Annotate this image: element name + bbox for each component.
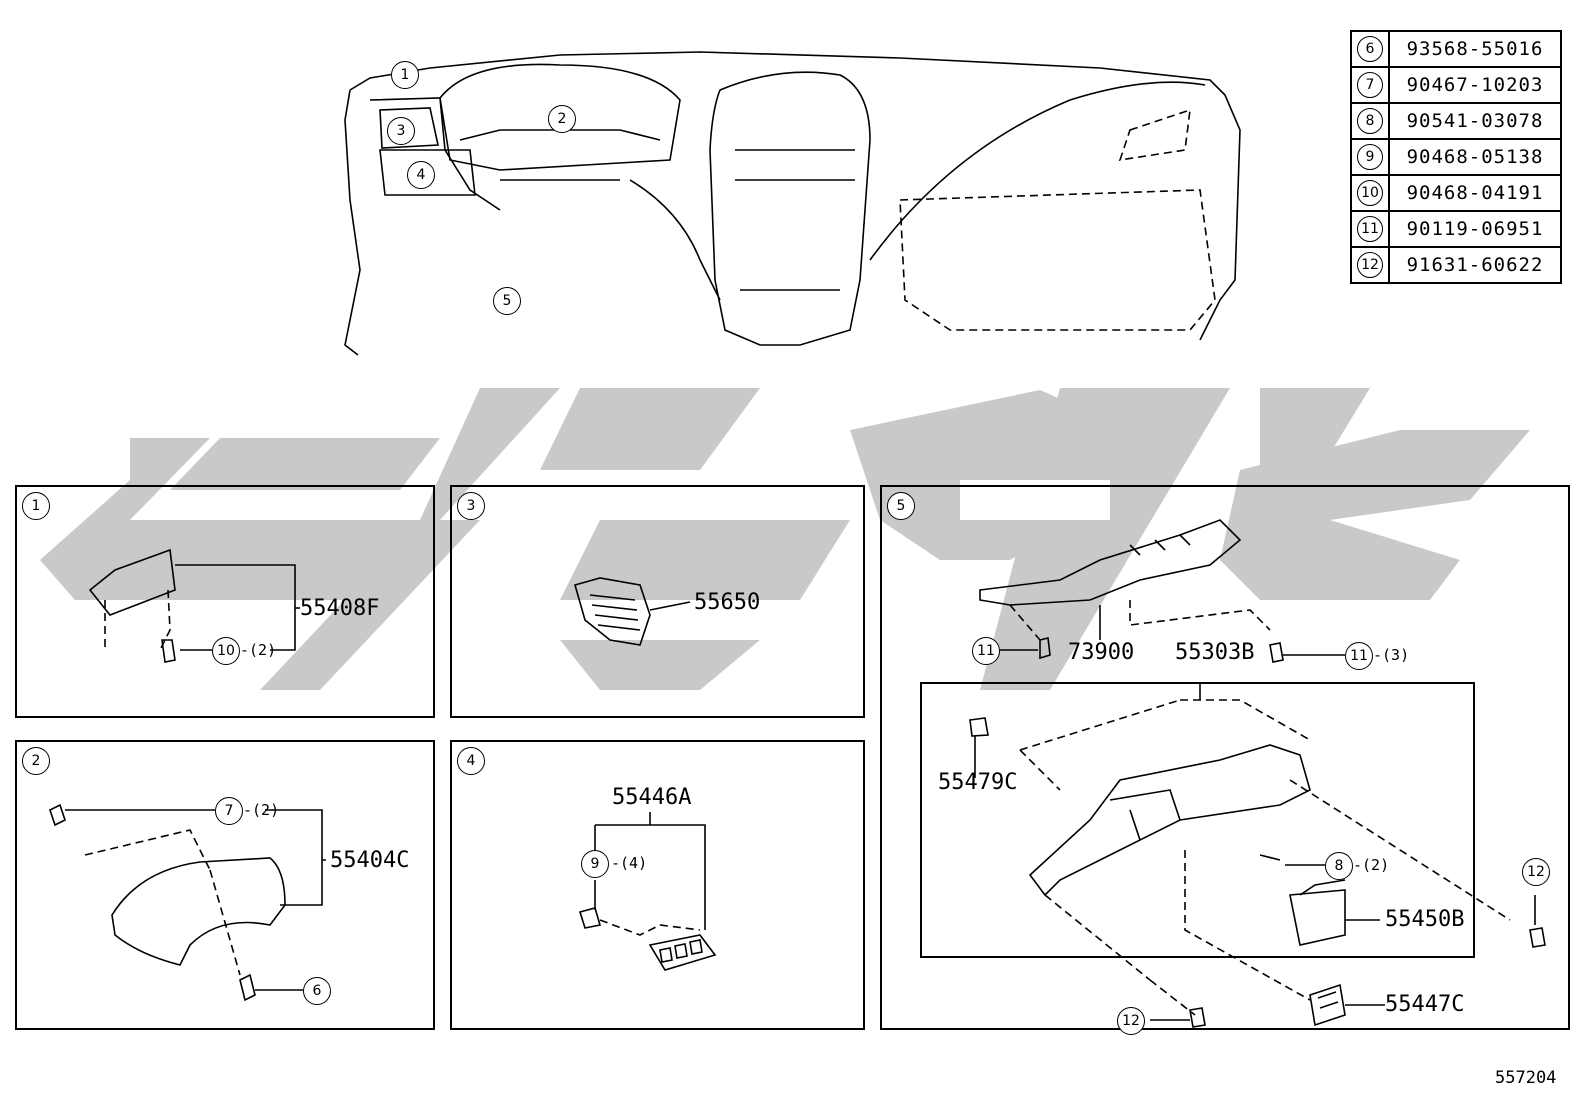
overview-callout-2: 2	[548, 105, 576, 133]
parts-number-table: 6 93568-55016 7 90467-10203 8 90541-0307…	[1350, 30, 1562, 284]
panel-1	[15, 485, 435, 718]
panel-5-callout: 5	[887, 492, 915, 520]
panel-5-subgroup	[920, 682, 1475, 958]
table-row: 6 93568-55016	[1350, 30, 1562, 68]
panel-5	[880, 485, 1570, 1030]
part-label-55450B: 55450B	[1385, 907, 1465, 932]
part-number: 90119-06951	[1388, 210, 1562, 248]
table-row: 12 91631-60622	[1350, 246, 1562, 284]
fastener-callout-7: 7	[215, 797, 243, 825]
part-number: 90467-10203	[1388, 66, 1562, 104]
fastener-callout-10: 10	[212, 637, 240, 665]
part-label-55404C: 55404C	[330, 848, 410, 873]
part-number: 90468-05138	[1388, 138, 1562, 176]
part-label-55408F: 55408F	[300, 596, 380, 621]
panel-1-callout: 1	[22, 492, 50, 520]
table-row: 7 90467-10203	[1350, 66, 1562, 104]
bolt-callout-11-left: 11	[972, 637, 1000, 665]
overview-callout-4: 4	[407, 161, 435, 189]
overview-callout-3: 3	[387, 117, 415, 145]
bolt-callout-11-right: 11	[1345, 642, 1373, 670]
bolt-callout-12-far: 12	[1522, 858, 1550, 886]
ref-circle: 12	[1357, 252, 1383, 278]
part-number: 91631-60622	[1388, 246, 1562, 284]
part-number: 90541-03078	[1388, 102, 1562, 140]
table-row: 8 90541-03078	[1350, 102, 1562, 140]
part-number: 90468-04191	[1388, 174, 1562, 212]
fastener-qty: -(2)	[243, 801, 280, 819]
ref-circle: 8	[1357, 108, 1383, 134]
panel-4-callout: 4	[457, 747, 485, 775]
part-label-55303B: 55303B	[1175, 640, 1255, 665]
ref-circle: 6	[1357, 36, 1383, 62]
ref-circle: 10	[1357, 180, 1383, 206]
panel-3-callout: 3	[457, 492, 485, 520]
panel-2	[15, 740, 435, 1030]
ref-circle: 9	[1357, 144, 1383, 170]
part-label-55479C: 55479C	[938, 770, 1018, 795]
screw-callout-6: 6	[303, 977, 331, 1005]
fastener-callout-9: 9	[581, 850, 609, 878]
ref-circle: 11	[1357, 216, 1383, 242]
panel-3	[450, 485, 865, 718]
table-row: 10 90468-04191	[1350, 174, 1562, 212]
part-label-55650: 55650	[694, 590, 761, 615]
pin-callout-8: 8	[1325, 852, 1353, 880]
fastener-qty: -(2)	[240, 641, 277, 659]
part-number: 93568-55016	[1388, 30, 1562, 68]
part-label-55447C: 55447C	[1385, 992, 1465, 1017]
panel-4	[450, 740, 865, 1030]
fastener-qty: -(4)	[611, 854, 648, 872]
table-row: 9 90468-05138	[1350, 138, 1562, 176]
bolt-qty: -(3)	[1373, 646, 1410, 664]
pin-qty: -(2)	[1353, 856, 1390, 874]
overview-callout-1: 1	[391, 61, 419, 89]
overview-callout-5: 5	[493, 287, 521, 315]
part-label-73900: 73900	[1068, 640, 1135, 665]
part-label-55446A: 55446A	[612, 785, 692, 810]
bolt-callout-12-bottom: 12	[1117, 1007, 1145, 1035]
diagram-code: 557204	[1495, 1068, 1557, 1088]
ref-circle: 7	[1357, 72, 1383, 98]
panel-2-callout: 2	[22, 747, 50, 775]
table-row: 11 90119-06951	[1350, 210, 1562, 248]
